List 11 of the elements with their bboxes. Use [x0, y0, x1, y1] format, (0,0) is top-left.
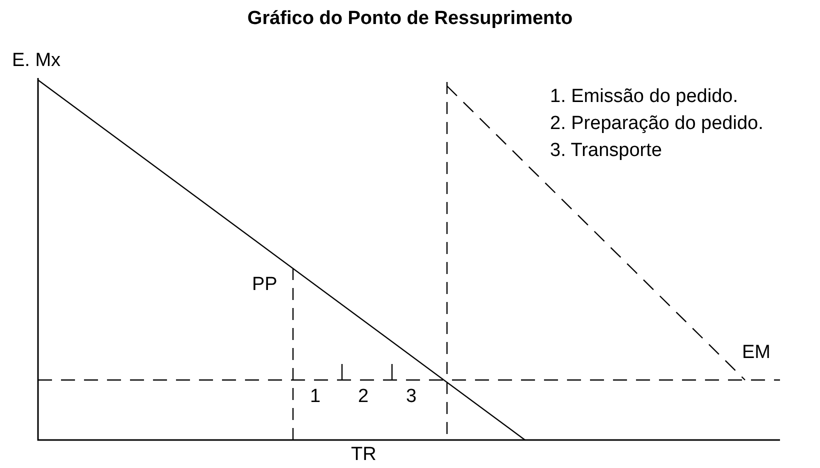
legend-note: 3. Transporte — [550, 140, 662, 162]
axis-label: TR — [351, 444, 376, 466]
segment-number: 2 — [358, 386, 369, 408]
legend-note: 2. Preparação do pedido. — [550, 113, 764, 135]
chart-title: Gráfico do Ponto de Ressuprimento — [246, 8, 574, 30]
axis-label: E. Mx — [12, 50, 61, 72]
segment-number: 3 — [406, 386, 417, 408]
legend-note: 1. Emissão do pedido. — [550, 86, 738, 108]
point-label: PP — [252, 274, 278, 296]
point-label: EM — [742, 342, 770, 364]
segment-number: 1 — [310, 386, 321, 408]
